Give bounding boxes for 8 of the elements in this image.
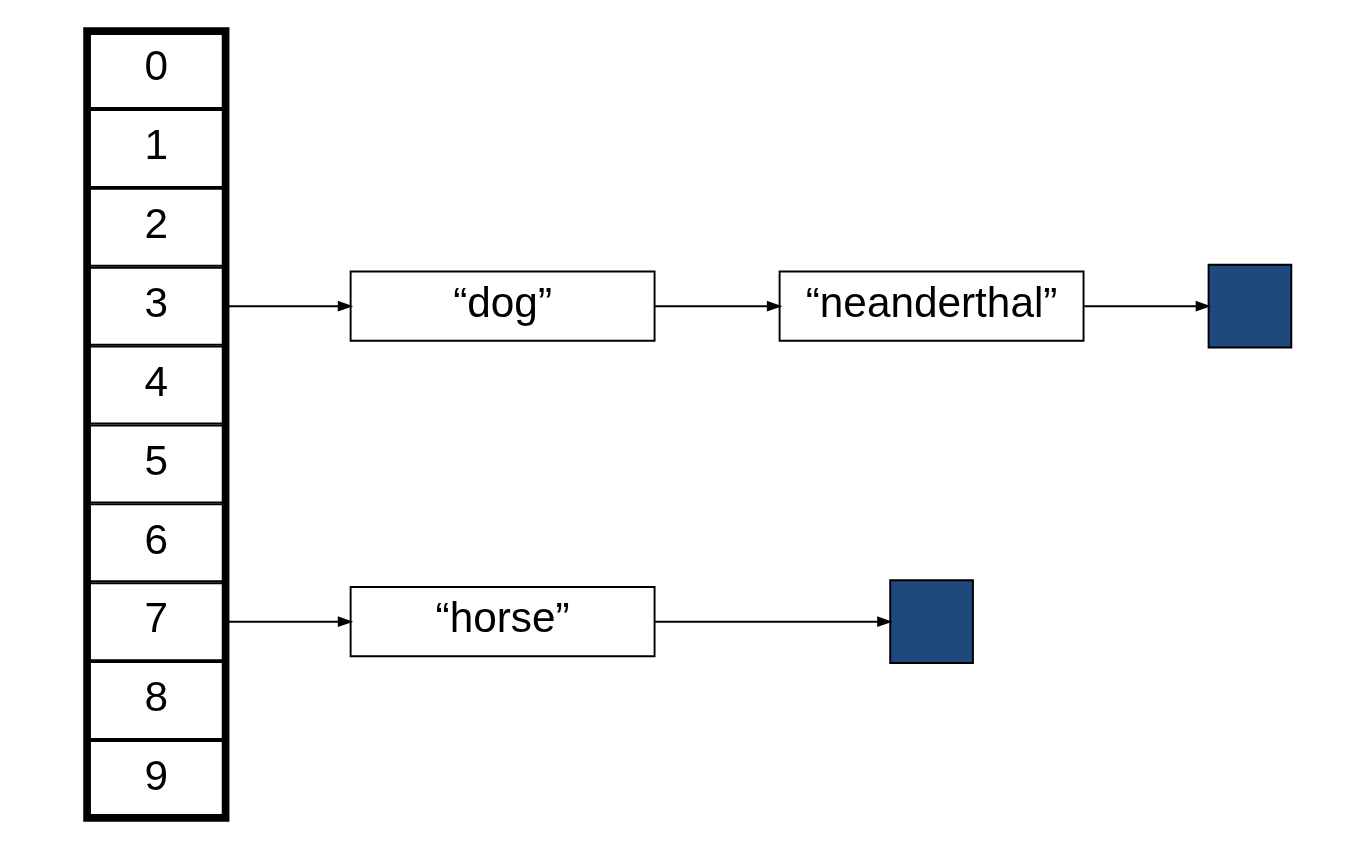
node-box: “dog” [349,270,656,342]
arrow [654,616,893,628]
node-box: “neanderthal” [778,270,1085,342]
node-box [1207,263,1293,349]
arrow [654,300,783,312]
node-box [889,579,974,664]
node-box: “horse” [349,586,656,658]
arrow [1083,300,1212,312]
